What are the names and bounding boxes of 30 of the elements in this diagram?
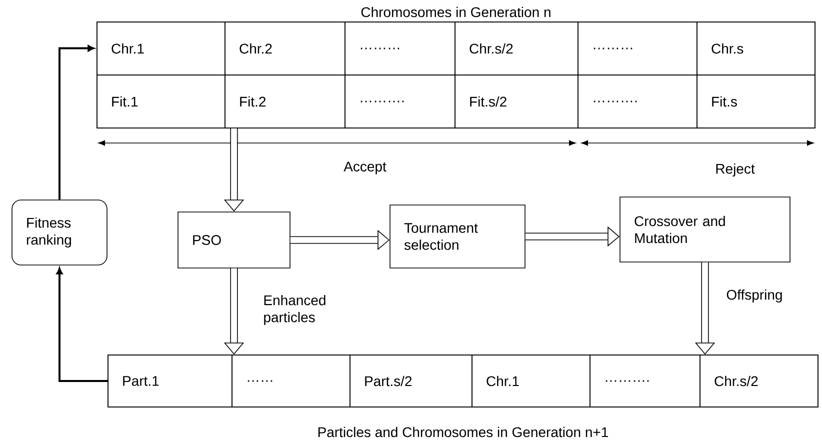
edge-label: Offspring <box>726 289 782 303</box>
table-cell: Chr.2 <box>224 22 346 76</box>
table-cell: Chr.1 <box>96 22 226 76</box>
table-cell: Fit.s <box>696 74 816 128</box>
table-heading: Chromosomes in Generation n <box>361 6 550 18</box>
table-heading: Particles and Chromosomes in Generation n+1 <box>318 426 608 438</box>
table-cell: ………. <box>344 74 456 128</box>
table-cell: Part.s/2 <box>350 354 472 408</box>
table-cell: ……… <box>344 22 456 76</box>
table-cell: ………. <box>578 74 698 128</box>
table-cell: Chr.s/2 <box>700 354 818 408</box>
table-cell: Part.1 <box>108 354 232 408</box>
table-cell: Chr.s/2 <box>454 22 578 76</box>
rounded-box: Fitness ranking <box>12 200 108 266</box>
table-cell: ……… <box>578 22 698 76</box>
table-cell: Fit.2 <box>224 74 346 128</box>
table-cell: Chr.1 <box>472 354 590 408</box>
table-cell: Chr.s <box>696 22 816 76</box>
table-cell: Fit.1 <box>96 74 226 128</box>
dimension-label: Reject <box>716 163 755 177</box>
edge-label: Enhanced particles <box>264 294 326 326</box>
arrow <box>58 45 94 200</box>
table-cell: Fit.s/2 <box>454 74 578 128</box>
table-cell: …… <box>232 354 350 408</box>
process-box: Crossover and Mutation <box>620 196 790 262</box>
table-cell: ………. <box>590 354 700 408</box>
process-box: Tournament selection <box>390 204 526 268</box>
arrow <box>56 268 108 382</box>
process-box: PSO <box>178 212 290 268</box>
dimension-label: Accept <box>344 162 386 174</box>
